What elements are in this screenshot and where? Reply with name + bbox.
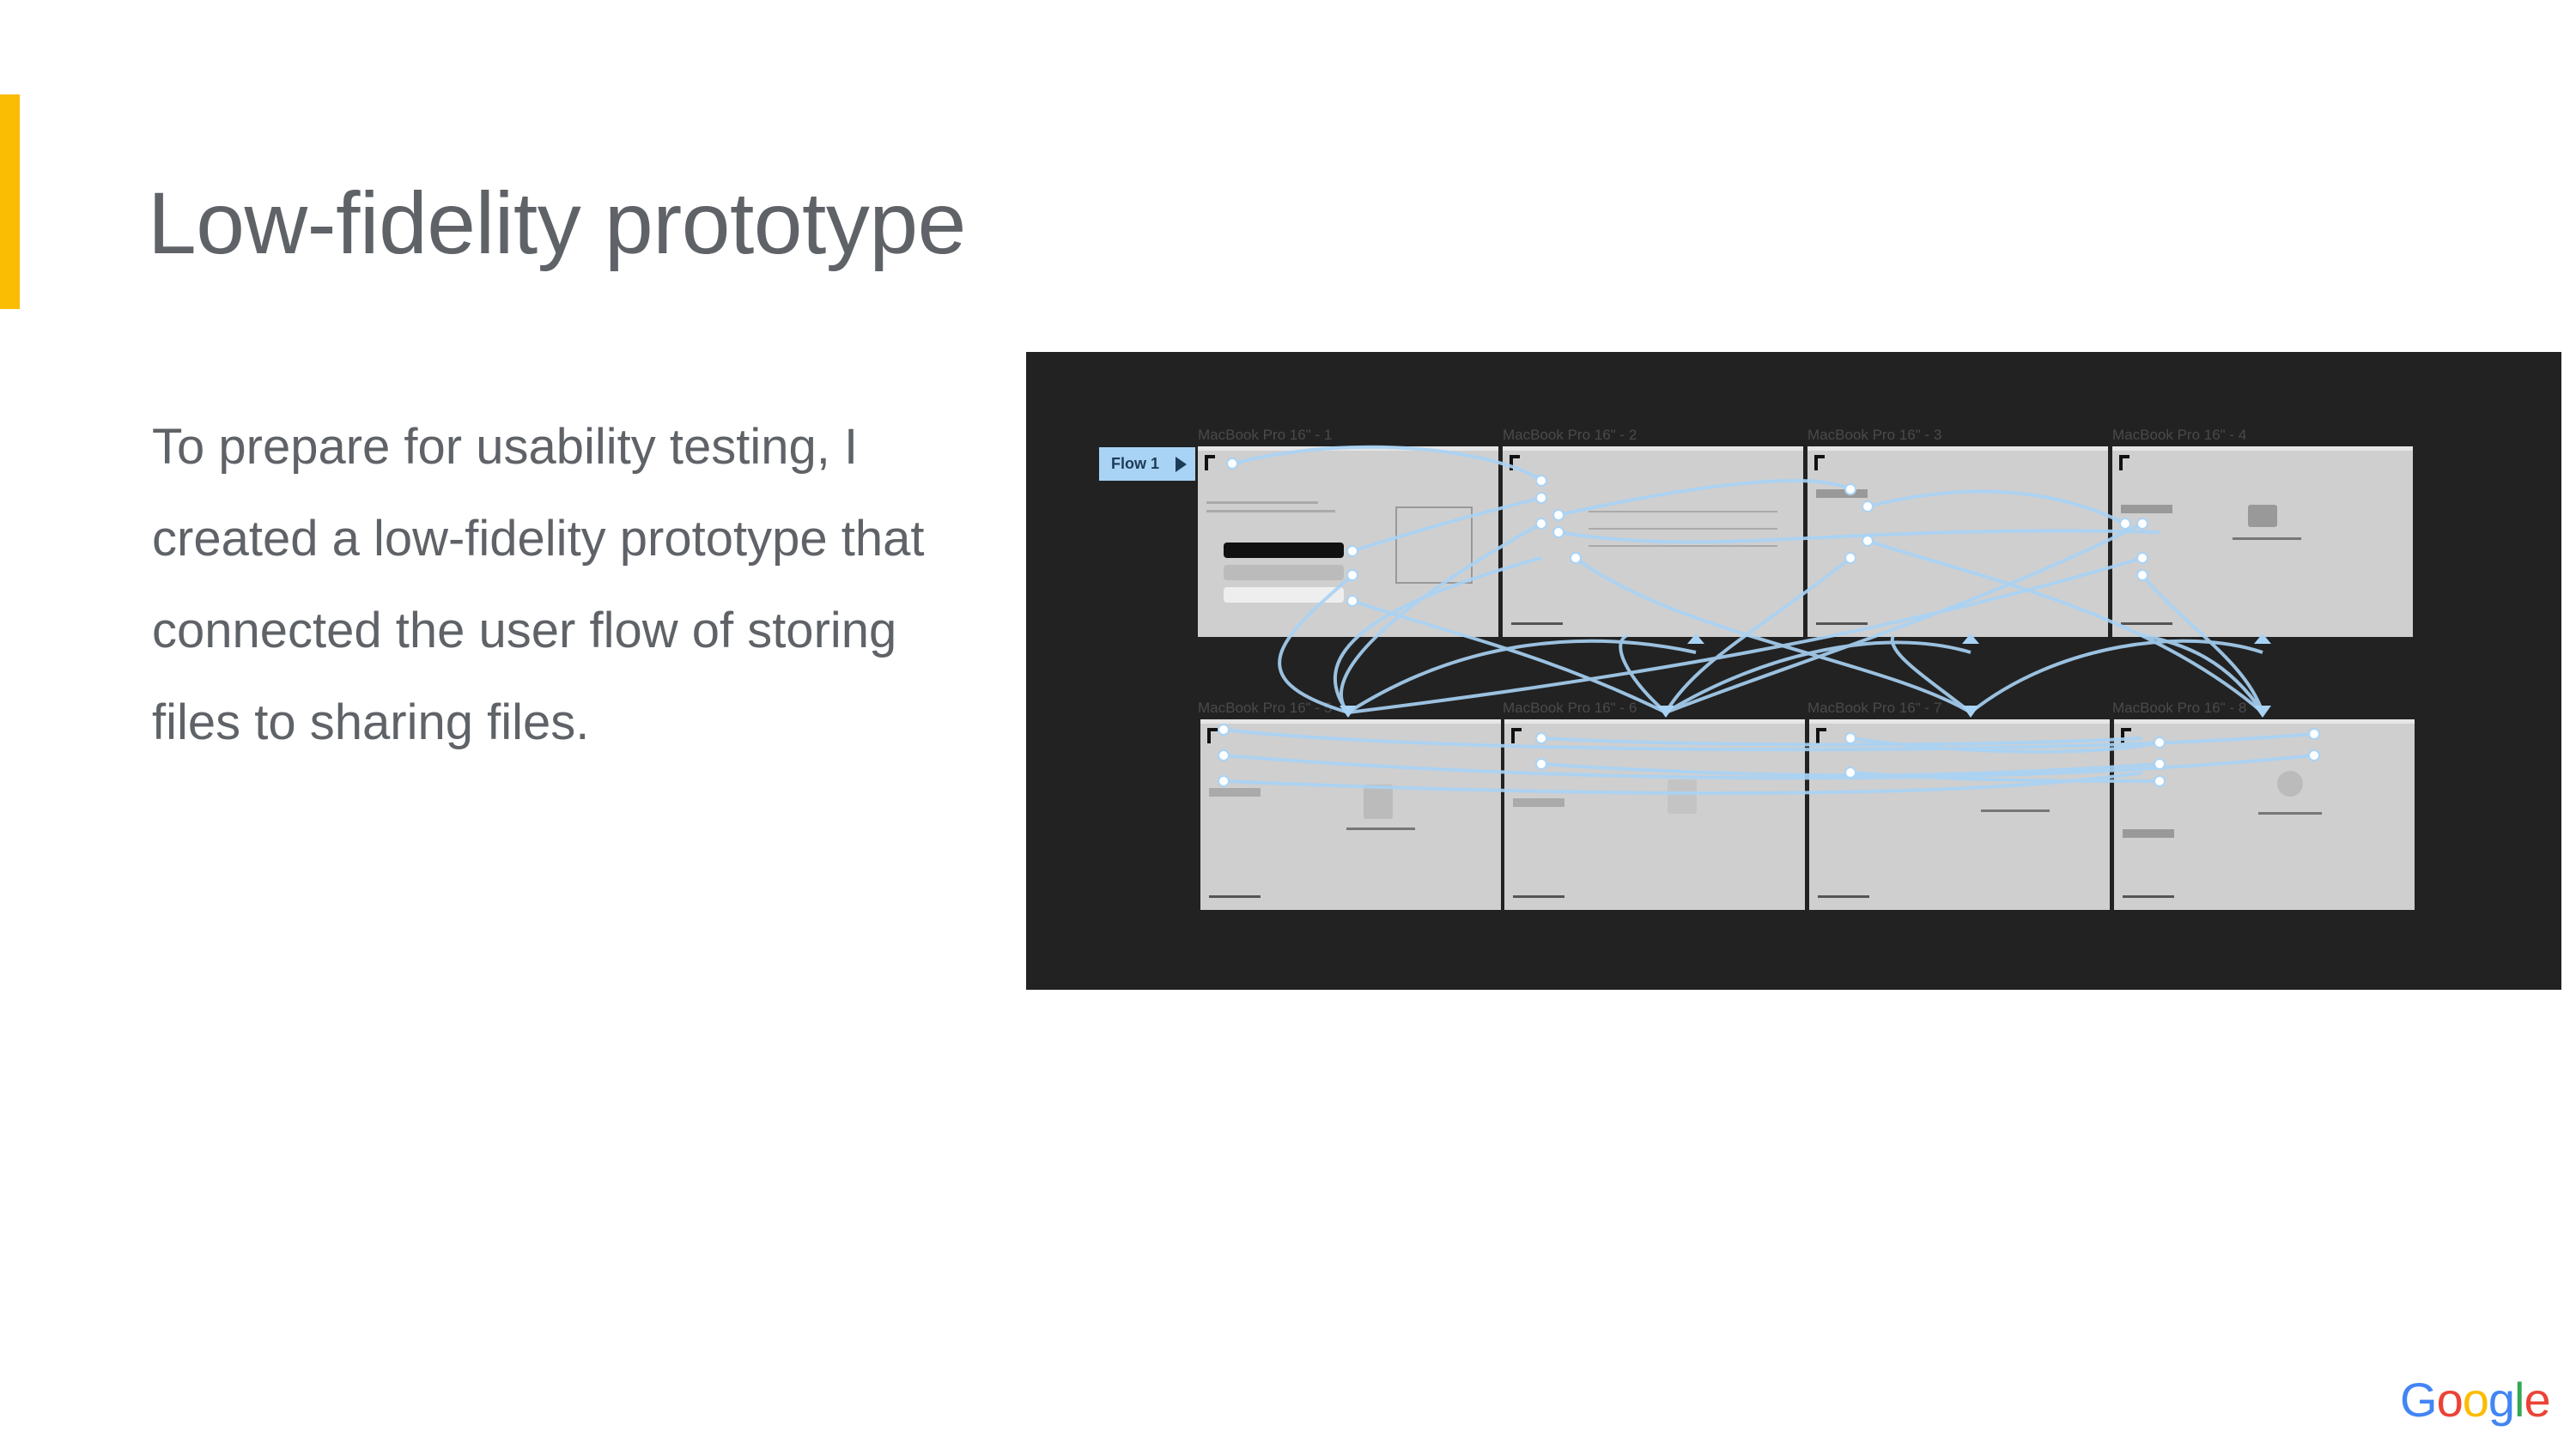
frame-label: MacBook Pro 16" - 3: [1807, 427, 1942, 443]
frame-label: MacBook Pro 16" - 7: [1807, 700, 1942, 716]
frame-label: MacBook Pro 16" - 2: [1503, 427, 1637, 443]
prototype-frame: [1198, 446, 1498, 637]
frame-label: MacBook Pro 16" - 1: [1198, 427, 1333, 443]
prototype-frame: [2112, 446, 2413, 637]
accent-bar: [0, 94, 20, 309]
google-logo: Google: [2400, 1373, 2551, 1427]
play-icon: [1176, 457, 1187, 472]
prototype-frame: [2114, 719, 2415, 910]
frame-label: MacBook Pro 16" - 5: [1198, 700, 1333, 716]
prototype-connectors: [1218, 445, 2320, 795]
prototype-frame: [1200, 719, 1501, 910]
frame-label: MacBook Pro 16" - 4: [2112, 427, 2247, 443]
frame-label: MacBook Pro 16" - 6: [1503, 700, 1637, 716]
prototype-screenshot: MacBook Pro 16" - 1 MacBook Pro 16" - 2 …: [1026, 352, 2561, 990]
frame-label: MacBook Pro 16" - 8: [2112, 700, 2247, 716]
slide-title: Low-fidelity prototype: [148, 174, 966, 272]
flow-label: Flow 1: [1111, 455, 1160, 472]
slide-body-text: To prepare for usability testing, I crea…: [152, 419, 925, 750]
flow-start-tag[interactable]: Flow 1: [1099, 447, 1195, 481]
